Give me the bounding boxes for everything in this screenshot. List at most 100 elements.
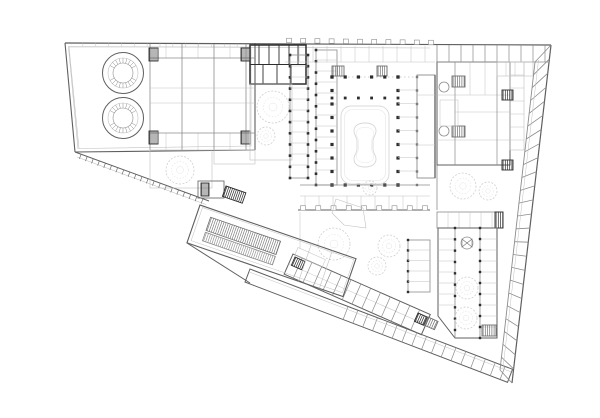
baroque-pool bbox=[353, 122, 377, 168]
west-outer-wall bbox=[64, 42, 76, 153]
stair-se bbox=[481, 324, 497, 337]
ne-partitions2 bbox=[469, 62, 486, 95]
east-stack bbox=[509, 61, 525, 151]
hall-ramp-2 bbox=[201, 231, 276, 266]
stair-ne-2 bbox=[451, 125, 466, 138]
service-rooms bbox=[197, 180, 225, 199]
se-top-dark bbox=[494, 211, 504, 229]
fan-symbol bbox=[460, 236, 474, 250]
stair-cloister-1 bbox=[331, 65, 345, 77]
top-strip-cells bbox=[448, 45, 546, 62]
se-piers-r bbox=[478, 226, 482, 340]
tree-ne-1 bbox=[449, 172, 477, 200]
tree-se-1 bbox=[455, 276, 479, 300]
wing-a-rooms bbox=[292, 257, 420, 331]
tree-se-2 bbox=[454, 306, 478, 330]
west-garden bbox=[249, 83, 293, 161]
se-block-outline bbox=[437, 227, 498, 339]
courtyard-terrace-piers bbox=[330, 96, 400, 100]
north-pilasters bbox=[286, 37, 434, 46]
cloister-west-cells bbox=[316, 59, 337, 171]
cloister-west-range bbox=[315, 49, 338, 186]
tree-patio bbox=[362, 180, 378, 196]
great-hall-inner bbox=[190, 207, 355, 294]
stair-nw-3 bbox=[148, 130, 159, 145]
spiral-stair-2 bbox=[438, 125, 450, 137]
left-block-sub-top bbox=[165, 44, 231, 58]
courtyard-garden bbox=[340, 105, 390, 185]
stair-nw-4 bbox=[240, 130, 251, 145]
se-left-cells bbox=[438, 238, 455, 306]
stair-cloister-2 bbox=[376, 65, 388, 77]
east-band-rooms bbox=[499, 44, 552, 384]
left-block-corridor-lines bbox=[150, 87, 255, 104]
se-top-cells bbox=[447, 212, 493, 228]
tree-south-2 bbox=[377, 234, 401, 258]
round-hall-south bbox=[102, 97, 144, 139]
top-strip-row2-cells bbox=[505, 62, 525, 76]
courtyard-garden-inner bbox=[344, 109, 386, 181]
ne-building bbox=[436, 61, 511, 166]
stair-nw-1 bbox=[148, 47, 159, 62]
long-gallery bbox=[416, 74, 436, 179]
nw-pavilion-cells-bottom bbox=[262, 64, 292, 84]
wing-a-stair-e bbox=[413, 312, 428, 326]
south-pilasters bbox=[300, 205, 428, 211]
tree-west-1 bbox=[256, 90, 290, 124]
stair-nw-2 bbox=[240, 47, 251, 62]
ne-lines bbox=[437, 94, 510, 141]
great-hall bbox=[186, 204, 357, 298]
courtyard-piers-e bbox=[396, 75, 400, 187]
tree-annex bbox=[165, 155, 195, 185]
top-outer-wall bbox=[64, 42, 552, 46]
tree-south-3 bbox=[367, 256, 387, 276]
left-block-inner-outline bbox=[68, 46, 252, 149]
tree-ne-2 bbox=[478, 181, 498, 201]
se-stack-cells bbox=[408, 249, 430, 282]
south-band-rooms bbox=[342, 306, 506, 380]
foyer-room bbox=[331, 198, 367, 229]
courtyard-piers-n bbox=[330, 75, 400, 79]
se-stack bbox=[407, 239, 431, 293]
south-band bbox=[244, 268, 514, 383]
south-band-inner bbox=[248, 271, 512, 373]
left-block-south-wall bbox=[74, 149, 256, 153]
se-right-cells bbox=[480, 238, 497, 328]
top-edge-ticks bbox=[82, 43, 238, 47]
west-inner-wall bbox=[68, 46, 79, 150]
ne-lightwell bbox=[439, 99, 459, 127]
left-block-floor-lines bbox=[150, 57, 255, 134]
hall-ramp-1 bbox=[205, 216, 282, 256]
left-block-annex bbox=[149, 149, 213, 189]
south-joint-wall bbox=[186, 242, 251, 284]
wing-a-stair-w bbox=[290, 256, 306, 271]
ramp-hatch bbox=[221, 185, 247, 204]
wing-a-corridor bbox=[288, 263, 426, 325]
ne-partitions bbox=[454, 62, 498, 165]
east-stack-cells bbox=[510, 74, 524, 141]
service-stair bbox=[200, 182, 210, 197]
hall-end-rooms bbox=[298, 243, 333, 289]
south-colonnade-inner bbox=[76, 156, 207, 205]
colonnade-ticks bbox=[79, 154, 204, 204]
junction-stair bbox=[423, 316, 439, 331]
stair-ne-1 bbox=[451, 75, 466, 88]
tree-west-2 bbox=[256, 126, 276, 146]
gallery-lines bbox=[417, 94, 435, 146]
wing-a-annex bbox=[294, 247, 326, 268]
west-range-cells bbox=[290, 65, 308, 166]
stair-e-1 bbox=[501, 89, 514, 101]
east-band-inner bbox=[499, 61, 536, 371]
spiral-stair-1 bbox=[438, 81, 450, 93]
tree-south-1 bbox=[317, 227, 351, 261]
east-range-cells bbox=[398, 89, 417, 172]
north-range-cells bbox=[298, 46, 426, 62]
south-range-cells bbox=[304, 196, 418, 210]
se-piers-l bbox=[453, 226, 457, 332]
stair-e-2 bbox=[501, 159, 514, 171]
east-band-inner-hair bbox=[502, 59, 539, 369]
round-hall-north bbox=[102, 52, 144, 94]
left-block-annex2 bbox=[213, 149, 256, 165]
